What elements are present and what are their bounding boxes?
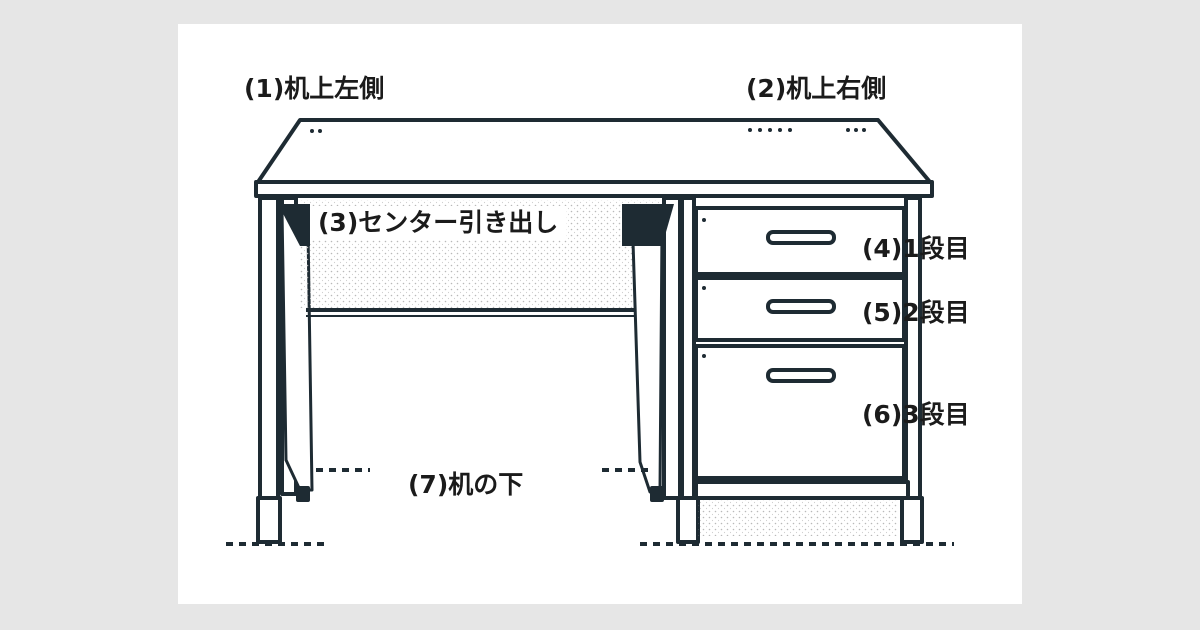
drawer-2 [694,276,906,342]
label-center-drawer: (3)センター引き出し [310,206,567,240]
foot-pedestal-right [900,496,924,544]
label-desk-top-left: (1)机上左側 [244,74,385,103]
foot-front-left [256,496,282,544]
desk-top-edge [254,180,934,198]
label-drawer-2: (5)2段目 [862,298,970,327]
pedestal-left-post-2 [680,196,696,516]
foot-back-left [296,486,310,502]
label-under-desk: (7)机の下 [408,470,524,499]
left-leg-front [258,196,280,500]
drawer-1-handle [766,230,836,245]
pedestal-base [694,480,910,500]
desk-top-surface [256,118,932,184]
right-side-panel [630,208,664,494]
label-drawer-3: (6)3段目 [862,400,970,429]
label-drawer-1: (4)1段目 [862,234,970,263]
drawer-2-handle [766,299,836,314]
foot-pedestal-left [676,496,700,544]
label-desk-top-right: (2)机上右側 [746,74,887,103]
drawer-3-handle [766,368,836,383]
foot-back-right [650,486,664,502]
pedestal-left-post [662,196,682,500]
